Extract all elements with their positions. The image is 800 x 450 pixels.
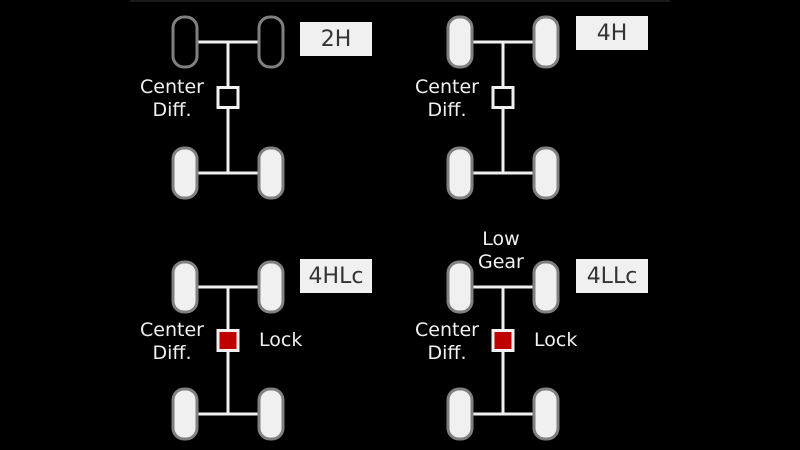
- center-diff-open-icon: [216, 86, 240, 109]
- rear-right-tire-icon: [532, 146, 560, 200]
- rear-left-tire-icon: [171, 387, 199, 441]
- rear-right-tire-icon: [257, 146, 285, 200]
- center-diff-locked-icon: [216, 329, 240, 352]
- center-diff-label-line: Diff.: [427, 341, 467, 364]
- front-left-tire-icon: [171, 260, 199, 314]
- center-diff-label-line: Center: [415, 318, 479, 341]
- center-diff-label-line: Center: [415, 75, 479, 98]
- mode-badge-2h: 2H: [300, 22, 372, 56]
- rear-left-tire-icon: [171, 146, 199, 200]
- rear-left-tire-icon: [446, 387, 474, 441]
- front-right-tire-icon: [532, 260, 560, 314]
- lock-label: Lock: [259, 328, 303, 351]
- front-left-tire-icon: [446, 15, 474, 69]
- center-diff-label-line: Diff.: [427, 98, 467, 121]
- lock-label: Lock: [534, 328, 578, 351]
- center-diff-label-line: Center: [140, 75, 204, 98]
- mode-badge-4h: 4H: [576, 16, 648, 50]
- front-right-tire-icon: [257, 15, 285, 69]
- low-gear-label-line: Gear: [478, 251, 524, 273]
- center-diff-label-line: Center: [140, 318, 204, 341]
- mode-badge-4llc: 4LLc: [576, 259, 648, 293]
- center-diff-open-icon: [491, 86, 515, 109]
- front-right-tire-icon: [532, 15, 560, 69]
- front-right-tire-icon: [257, 260, 285, 314]
- front-left-tire-icon: [446, 260, 474, 314]
- front-left-tire-icon: [171, 15, 199, 69]
- mode-badge-4hlc: 4HLc: [300, 259, 372, 293]
- rear-left-tire-icon: [446, 146, 474, 200]
- center-diff-label-line: Diff.: [152, 341, 192, 364]
- rear-right-tire-icon: [257, 387, 285, 441]
- low-gear-label-line: Low: [482, 228, 520, 250]
- center-diff-locked-icon: [491, 329, 515, 352]
- rear-right-tire-icon: [532, 387, 560, 441]
- center-diff-label-line: Diff.: [152, 98, 192, 121]
- top-divider: [130, 0, 670, 2]
